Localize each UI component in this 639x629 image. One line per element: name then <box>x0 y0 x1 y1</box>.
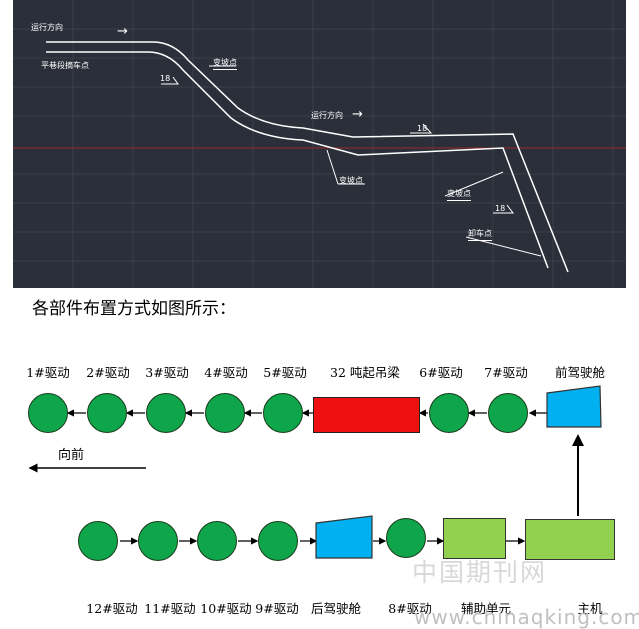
cad-angle-label-2: 18 <box>417 124 428 133</box>
drive-3-node <box>146 393 186 433</box>
label-drive-11: 11#驱动 <box>144 601 196 616</box>
cad-leader-slope-2 <box>326 149 339 185</box>
cad-angle-label-3: 18 <box>495 204 506 213</box>
forward-direction-label: 向前 <box>58 448 85 463</box>
cad-run-direction-label-2: 运行方向 <box>311 111 343 120</box>
label-drive-12: 12#驱动 <box>86 601 138 616</box>
main-unit-block <box>525 519 615 560</box>
label-drive-7: 7#驱动 <box>484 365 528 380</box>
drive-1-node <box>28 393 68 433</box>
label-front-cab: 前驾驶舱 <box>554 365 606 380</box>
right-arrow-icon: → <box>117 24 128 39</box>
drive-4-node <box>205 393 245 433</box>
label-drive-2: 2#驱动 <box>86 365 130 380</box>
label-aux-unit: 辅助单元 <box>460 601 512 616</box>
front-cab-shape <box>546 385 602 428</box>
drive-12-node <box>78 521 118 561</box>
cad-angle-label-1: 18 <box>160 74 171 83</box>
drive-5-node <box>263 393 303 433</box>
drive-10-node <box>197 521 237 561</box>
label-drive-3: 3#驱动 <box>145 365 189 380</box>
label-drive-8: 8#驱动 <box>388 601 432 616</box>
cad-unhook-point-label: 卸车点 <box>468 228 492 241</box>
cad-angle-mark-1 <box>161 76 179 85</box>
cad-angle-mark-2 <box>410 123 433 134</box>
cad-track-lower <box>46 51 549 269</box>
label-lifting-beam: 32 吨起吊梁 <box>330 365 400 380</box>
label-main-unit: 主机 <box>577 601 603 616</box>
cad-grid <box>13 0 626 288</box>
lifting-beam-block <box>313 397 420 433</box>
cad-drawing-panel: 运行方向 → 平巷段摘车点 变坡点 18 运行方向 → 18 变坡点 变坡点 1… <box>13 0 626 288</box>
label-rear-cab: 后驾驶舱 <box>310 601 362 616</box>
cad-track-drawing <box>13 0 626 288</box>
watermark-url: www.chinaqking.com <box>414 605 639 629</box>
drive-11-node <box>138 521 178 561</box>
cad-stop-point-label: 平巷段摘车点 <box>41 61 89 70</box>
aux-unit-block <box>443 518 506 559</box>
rear-cab-shape <box>315 515 373 559</box>
cad-run-direction-label-1: 运行方向 <box>31 23 63 32</box>
drive-7-node <box>488 393 528 433</box>
label-drive-1: 1#驱动 <box>26 365 70 380</box>
cad-angle-mark-3 <box>493 204 514 214</box>
label-drive-9: 9#驱动 <box>255 601 299 616</box>
cad-track-upper <box>46 41 569 273</box>
layout-caption: 各部件布置方式如图所示： <box>32 299 236 319</box>
drive-2-node <box>87 393 127 433</box>
label-drive-4: 4#驱动 <box>204 365 248 380</box>
cad-slope-point-label-1: 变坡点 <box>213 57 237 70</box>
drive-9-node <box>258 521 298 561</box>
drive-8-node <box>386 518 426 558</box>
cad-slope-point-label-2: 变坡点 <box>339 176 363 185</box>
watermark-cn: 中国期刊网 <box>412 558 548 587</box>
drive-6-node <box>429 393 469 433</box>
label-drive-6: 6#驱动 <box>419 365 463 380</box>
label-drive-10: 10#驱动 <box>200 601 252 616</box>
cad-slope-point-label-3: 变坡点 <box>447 188 471 201</box>
cad-leader-slope-3 <box>444 171 504 197</box>
right-arrow-icon: → <box>352 107 363 122</box>
label-drive-5: 5#驱动 <box>263 365 307 380</box>
